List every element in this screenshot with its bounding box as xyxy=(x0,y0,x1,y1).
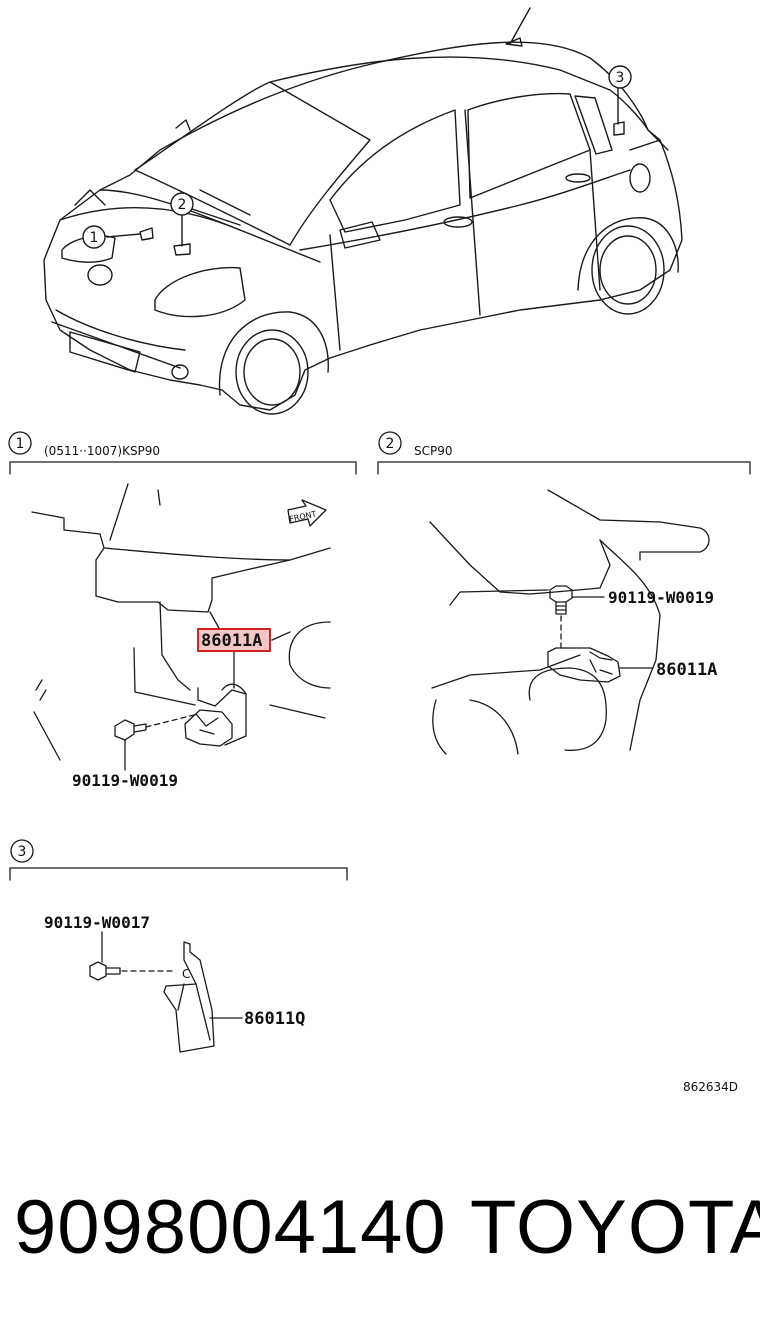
section-2: 2 SCP90 90119-W0019 86011A xyxy=(377,431,751,755)
car-body-outline xyxy=(43,41,683,411)
footer-brand: TOYOTA xyxy=(470,1185,760,1270)
section-3-part-90119-w0017: 90119-W0017 xyxy=(44,913,150,932)
overview-callout-1-label: 1 xyxy=(90,230,99,246)
section-1-number: 1 xyxy=(16,436,25,452)
figure-code: 862634D xyxy=(683,1080,738,1094)
front-arrow-label: FRONT xyxy=(289,509,318,524)
section-1-variant: (0511··1007)KSP90 xyxy=(44,444,160,458)
footer-part-number: 9098004140 xyxy=(14,1185,447,1270)
rear-door-window xyxy=(467,92,591,199)
section-2-number: 2 xyxy=(386,436,395,452)
overview-callout-2-label: 2 xyxy=(178,197,187,213)
section-2-bracket xyxy=(377,461,751,475)
section-1-part-90119-w0019: 90119-W0019 xyxy=(72,771,178,790)
section-2-part-86011a: 86011A xyxy=(656,660,717,680)
sensor-86011q xyxy=(163,941,215,1053)
section-1: 1 (0511··1007)KSP90 FRONT xyxy=(8,431,357,790)
side-mirror xyxy=(339,221,381,249)
front-door-window xyxy=(329,109,461,233)
headlight xyxy=(154,266,246,318)
bolt-90119-w0019-sec2 xyxy=(549,585,573,615)
detail-panels: 1 (0511··1007)KSP90 FRONT xyxy=(8,431,751,1094)
section-2-part-90119-w0019: 90119-W0019 xyxy=(608,588,714,607)
car-overview-illustration: 1 2 3 xyxy=(43,7,683,415)
bolt-90119-w0017 xyxy=(89,961,121,981)
section-3-number: 3 xyxy=(18,844,27,860)
bolt-90119-w0019 xyxy=(114,719,147,741)
section-1-number-circle xyxy=(8,431,32,455)
overview-callout-1 xyxy=(82,225,106,249)
section-3-part-86011q: 86011Q xyxy=(244,1009,305,1029)
rear-wheel xyxy=(577,217,679,315)
overview-callout-3-label: 3 xyxy=(616,70,625,86)
windshield xyxy=(134,81,371,246)
section-1-bracket xyxy=(9,461,357,475)
sensor-86011a xyxy=(184,709,233,747)
overview-callout-3 xyxy=(608,65,632,89)
section-3-bracket xyxy=(9,867,348,881)
sensor-86011a-sec2 xyxy=(547,647,621,683)
section-2-variant: SCP90 xyxy=(414,444,453,458)
section-3-clip-letter: C xyxy=(182,967,190,981)
section-2-number-circle xyxy=(378,431,402,455)
sensor-bracket xyxy=(197,687,247,746)
section-3: 3 C 90119-W0017 86011Q xyxy=(9,839,348,1053)
front-arrow-icon xyxy=(287,499,327,527)
highlight-box xyxy=(197,628,271,652)
front-wheel xyxy=(218,311,329,415)
overview-callout-2 xyxy=(170,192,194,216)
section-3-number-circle xyxy=(10,839,34,863)
section-1-part-86011a: 86011A xyxy=(201,631,262,651)
